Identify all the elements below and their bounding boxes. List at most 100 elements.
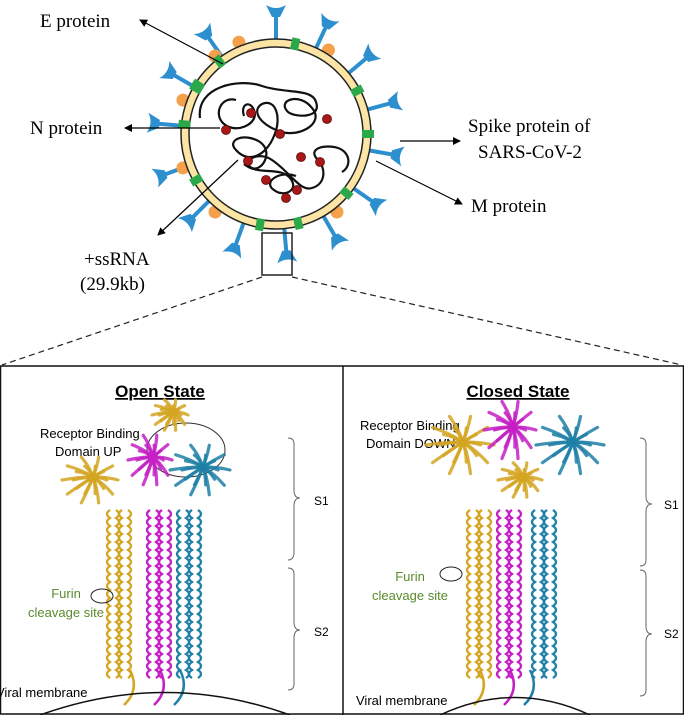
sheet-ribbon <box>495 410 533 443</box>
open-s1-bracket <box>287 437 301 561</box>
rna-strand <box>198 82 350 190</box>
sheet-ribbon <box>551 425 600 458</box>
open-rbd-label-line1: Receptor Binding <box>40 426 140 441</box>
tail-ribbon <box>503 669 516 706</box>
m-protein-bar <box>350 84 365 98</box>
m-protein-bar <box>189 81 204 95</box>
sheet-ribbon <box>540 425 589 458</box>
tail-ribbon <box>153 669 166 706</box>
open-furin-label-line2: cleavage site <box>28 605 104 620</box>
m-protein-bar <box>255 217 266 232</box>
closed-furin-label-line1: Furin <box>395 569 425 584</box>
sheet-ribbon <box>452 414 473 464</box>
closed-state-title: Closed State <box>467 382 570 401</box>
sheet-ribbon <box>430 425 479 458</box>
closed-spike-structure <box>424 399 606 706</box>
helix-ribbon <box>507 509 514 679</box>
rna-label-line1: +ssRNA <box>84 249 150 270</box>
m-protein-bar <box>189 173 204 187</box>
m-protein-bar <box>362 130 374 138</box>
sheet-ribbon <box>482 425 528 432</box>
zoom-line-left <box>1 276 263 366</box>
spike-icon <box>277 226 298 264</box>
sheet-ribbon <box>562 414 583 464</box>
zoom-box <box>261 232 293 276</box>
tail-ribbon <box>173 669 186 706</box>
m-protein-bar <box>178 119 191 129</box>
helix-ribbon <box>477 509 484 679</box>
helix-ribbon <box>551 509 558 679</box>
helix-ribbon <box>166 509 173 679</box>
sheet-ribbon <box>189 443 208 487</box>
n-protein-label: N protein <box>30 118 103 139</box>
closed-s2-bracket <box>639 569 653 697</box>
spike-icon <box>367 146 405 167</box>
helix-ribbon <box>542 509 549 679</box>
helix-ribbon <box>145 509 152 679</box>
closed-rbd-label-line2: Domain DOWN <box>366 436 456 451</box>
helix-ribbon <box>105 509 112 679</box>
rna-strand-tail <box>243 163 297 195</box>
sheet-ribbon <box>503 399 520 449</box>
helix-ribbon <box>117 509 124 679</box>
sheet-ribbon <box>174 453 217 481</box>
helix-ribbon <box>196 509 203 679</box>
closed-furin-circle <box>439 566 463 582</box>
spike-icon <box>313 12 340 51</box>
m-protein-arrow <box>375 160 463 205</box>
open-spike-structure <box>60 398 232 706</box>
helix-ribbon <box>157 509 164 679</box>
sheet-ribbon <box>452 426 473 476</box>
spike-icon <box>320 213 350 251</box>
closed-s1-label: S1 <box>664 498 679 512</box>
spike-icon <box>159 60 197 90</box>
open-s2-bracket <box>287 567 301 691</box>
rna-arrow <box>157 159 239 236</box>
tail-ribbon <box>523 669 536 706</box>
e-protein-arrow <box>139 19 224 65</box>
spike-icon <box>222 220 247 259</box>
rna-label-line2: (29.9kb) <box>80 274 145 295</box>
zoom-line-right <box>291 276 683 366</box>
sheet-ribbon <box>159 403 187 423</box>
sheet-ribbon <box>562 426 583 476</box>
spike-icon <box>266 5 286 41</box>
sheet-ribbon <box>168 465 220 472</box>
m-protein-markers <box>178 37 374 232</box>
spike-icon <box>365 90 404 112</box>
helix-ribbon <box>495 509 502 679</box>
sheet-ribbon <box>65 464 106 491</box>
open-membrane-label: Viral membrane <box>0 685 88 700</box>
helix-ribbon <box>530 509 537 679</box>
m-protein-bar <box>289 37 301 51</box>
open-s1-label: S1 <box>314 494 329 508</box>
open-s2-label: S2 <box>314 625 329 639</box>
sheet-ribbon <box>534 440 592 447</box>
sheet-ribbon <box>60 475 109 482</box>
open-furin-label-line1: Furin <box>51 586 81 601</box>
helix-ribbon <box>516 509 523 679</box>
sheet-ribbon <box>79 455 97 496</box>
closed-state-panel: Closed State Receptor Binding Domain DOW… <box>356 382 679 715</box>
m-protein-bar <box>339 186 354 201</box>
open-furin-circle <box>90 588 114 604</box>
helix-ribbon <box>187 509 194 679</box>
helix-ribbon <box>486 509 493 679</box>
helix-ribbon <box>175 509 182 679</box>
spike-icon <box>345 43 382 76</box>
spike-icon <box>351 185 388 217</box>
m-protein-bar <box>292 216 304 231</box>
m-protein-label: M protein <box>471 196 547 217</box>
sheet-ribbon <box>447 414 468 464</box>
tail-ribbon <box>123 669 136 706</box>
open-state-panel: Open State Receptor Binding Domain UP Fu… <box>0 382 329 715</box>
spike-label-line1: Spike protein of <box>468 116 591 137</box>
open-membrane <box>39 691 291 715</box>
sheet-ribbon <box>74 464 115 491</box>
closed-furin-label-line2: cleavage site <box>372 588 448 603</box>
sheet-ribbon <box>137 443 170 471</box>
sheet-ribbon <box>183 453 226 481</box>
sheet-ribbon <box>557 414 578 464</box>
spike-label-line2: SARS-CoV-2 <box>478 142 582 163</box>
